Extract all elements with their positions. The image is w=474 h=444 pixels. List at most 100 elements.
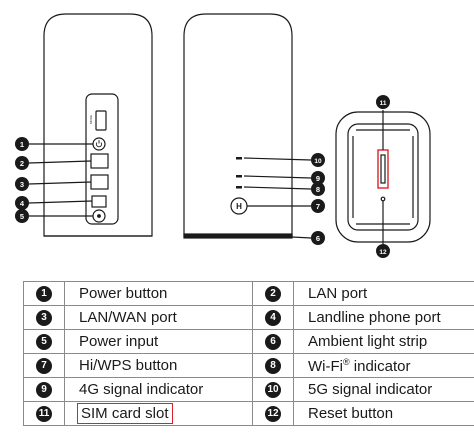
legend-badge: 2	[265, 286, 281, 303]
router-front-view: H	[183, 13, 312, 239]
legend-num-cell: 4	[252, 305, 294, 330]
sim-card-slot	[377, 149, 389, 189]
legend-badge: 5	[36, 334, 52, 351]
4g-indicator	[236, 175, 242, 178]
legend-label: 5G signal indicator	[293, 377, 474, 402]
router-front-body	[183, 13, 293, 237]
callout-3: 3	[15, 177, 29, 191]
leader-line-10	[243, 157, 312, 161]
leader-line-3	[28, 181, 92, 185]
legend-label: Wi-Fi® indicator	[293, 353, 474, 378]
callout-10: 10	[311, 153, 325, 167]
legend-label: Power input	[64, 329, 253, 354]
landline-phone-port	[91, 195, 107, 208]
legend-badge: 9	[36, 382, 52, 399]
callout-7: 7	[311, 199, 325, 213]
router-back-view: MODE	[28, 13, 153, 237]
lan-port	[90, 153, 109, 169]
legend-badge: 7	[36, 358, 52, 375]
leader-line-2	[28, 160, 92, 164]
svg-text:10: 10	[314, 158, 322, 165]
svg-text:12: 12	[379, 249, 387, 256]
svg-text:6: 6	[316, 234, 320, 243]
leader-line-4	[28, 200, 93, 204]
legend-label: LAN port	[293, 281, 474, 306]
sim-card-slot-label: SIM card slot	[77, 403, 173, 424]
wifi-label: Wi-Fi	[308, 357, 343, 375]
legend-label: Ambient light strip	[293, 329, 474, 354]
leader-line-9	[243, 175, 312, 179]
svg-text:11: 11	[380, 100, 387, 107]
legend-num-cell: 10	[252, 377, 294, 402]
callout-6: 6	[311, 231, 325, 245]
legend-row: 11 SIM card slot 12 Reset button	[23, 401, 474, 426]
legend-badge: 12	[265, 406, 281, 423]
mode-label: MODE	[89, 115, 93, 124]
legend-label: 4G signal indicator	[64, 377, 253, 402]
svg-text:2: 2	[20, 159, 24, 168]
legend-badge: 6	[265, 334, 281, 351]
hi-icon: H	[236, 202, 242, 211]
svg-text:8: 8	[316, 185, 320, 194]
legend-badge: 1	[36, 286, 52, 303]
ambient-light-strip	[183, 233, 293, 239]
legend-label: Landline phone port	[293, 305, 474, 330]
callout-4: 4	[15, 196, 29, 210]
callout-5: 5	[15, 209, 29, 223]
svg-text:4: 4	[20, 199, 25, 208]
legend-num-cell: 6	[252, 329, 294, 354]
legend-badge: 11	[36, 406, 52, 423]
legend-num-cell: 5	[23, 329, 65, 354]
legend-label: Reset button	[293, 401, 474, 426]
callout-8: 8	[311, 182, 325, 196]
legend-num-cell: 7	[23, 353, 65, 378]
svg-text:1: 1	[20, 140, 24, 149]
legend-row: 9 4G signal indicator 10 5G signal indic…	[23, 377, 474, 402]
callout-11: 11	[376, 95, 390, 109]
legend-num-cell: 8	[252, 353, 294, 378]
legend-label: Hi/WPS button	[64, 353, 253, 378]
power-button	[92, 137, 106, 151]
legend-num-cell: 11	[23, 401, 65, 426]
legend-num-cell: 2	[252, 281, 294, 306]
legend-row: 1 Power button 2 LAN port	[23, 281, 474, 306]
reset-button	[380, 196, 386, 202]
legend-row: 5 Power input 6 Ambient light strip	[23, 329, 474, 354]
legend-label: SIM card slot	[64, 401, 253, 426]
wifi-indicator	[236, 186, 242, 189]
callouts: 1 2 3 4 5 10 9 8 7 6 11 12	[15, 95, 390, 258]
svg-text:5: 5	[20, 212, 24, 221]
legend-num-cell: 3	[23, 305, 65, 330]
leader-line-6	[291, 236, 312, 239]
legend-badge: 4	[265, 310, 281, 327]
top-view-bracket	[352, 129, 414, 225]
legend-table: 1 Power button 2 LAN port 3 LAN/WAN port…	[23, 281, 474, 426]
registered-mark: ®	[342, 356, 350, 367]
power-input-pin	[97, 214, 101, 218]
legend-label: LAN/WAN port	[64, 305, 253, 330]
svg-text:3: 3	[20, 180, 24, 189]
legend-badge: 8	[265, 358, 281, 375]
power-icon	[95, 140, 103, 148]
lan-wan-port	[90, 174, 109, 190]
svg-text:7: 7	[316, 202, 320, 211]
router-diagram: MODE H	[15, 13, 431, 258]
leader-line-8	[243, 186, 312, 190]
legend-badge: 3	[36, 310, 52, 327]
router-top-view	[335, 110, 431, 244]
callout-12: 12	[376, 244, 390, 258]
legend-row: 3 LAN/WAN port 4 Landline phone port	[23, 305, 474, 330]
router-back-body	[43, 13, 153, 237]
callout-1: 1	[15, 137, 29, 151]
5g-indicator	[236, 157, 242, 160]
legend-row: 7 Hi/WPS button 8 Wi-Fi® indicator	[23, 353, 474, 378]
legend-label: Power button	[64, 281, 253, 306]
legend-num-cell: 1	[23, 281, 65, 306]
callout-2: 2	[15, 156, 29, 170]
port-panel	[85, 93, 119, 225]
legend-badge: 10	[265, 382, 281, 399]
wifi-label-tail: indicator	[349, 357, 411, 375]
mode-switch	[95, 110, 107, 131]
callout-9: 9	[311, 171, 325, 185]
svg-text:9: 9	[316, 174, 320, 183]
